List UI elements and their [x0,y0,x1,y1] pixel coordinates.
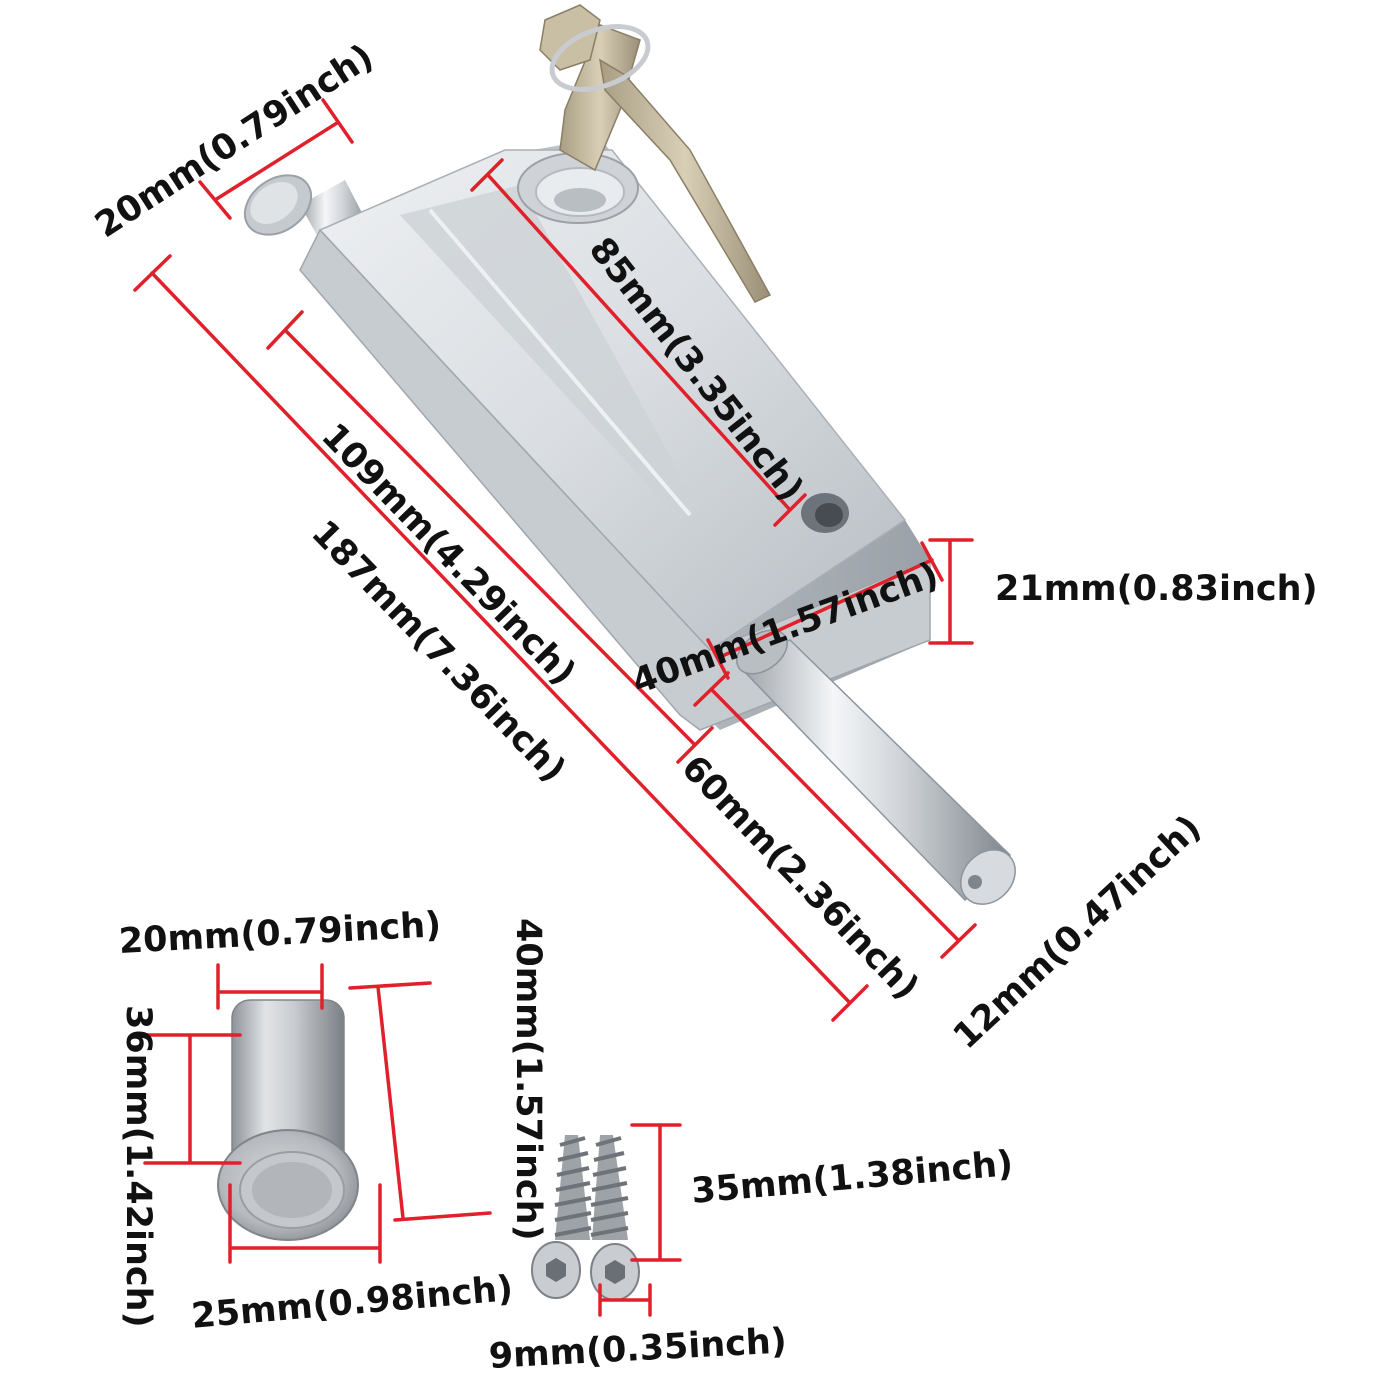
patio-door-lock [243,4,1016,905]
key-ring [549,24,651,92]
screw-right [590,1135,640,1301]
label-keeper-total-length: 40mm(1.57inch) [508,918,548,1241]
strike-keeper [217,999,359,1241]
mounting-screws [531,1135,640,1301]
locking-bolt [736,629,1016,905]
label-keeper-length: 36mm(1.42inch) [118,1005,158,1328]
lock-body [299,138,931,731]
label-body-height: 21mm(0.83inch) [995,569,1318,609]
dimension-lines [133,98,977,1317]
keys [539,4,772,303]
screw-left [531,1135,592,1299]
